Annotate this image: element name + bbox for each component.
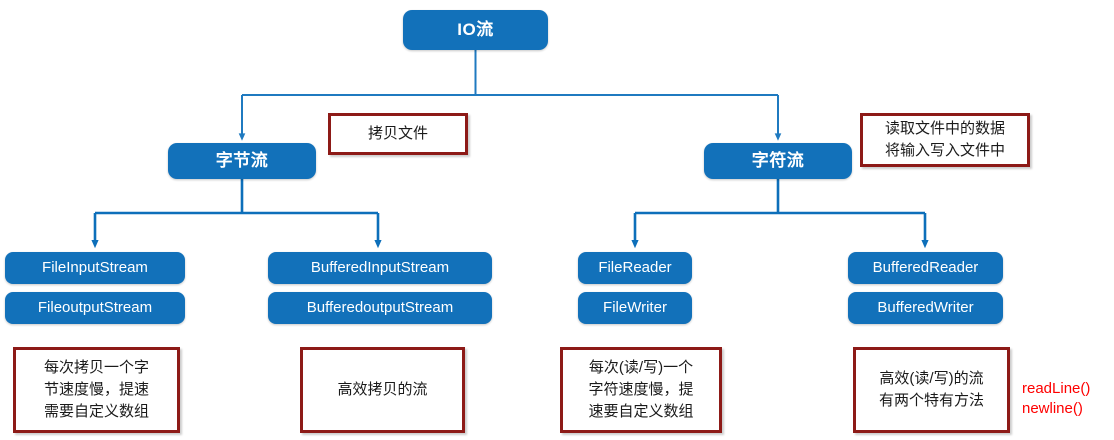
- note-line: 字符速度慢，提: [588, 381, 694, 399]
- node-fileoutputstream[interactable]: FileoutputStream: [5, 292, 185, 324]
- note-line: 将输入写入文件中: [884, 142, 1005, 159]
- node-io-stream-root[interactable]: IO流: [403, 10, 548, 50]
- note-copy-file: 拷贝文件: [328, 113, 468, 155]
- note-byte-copy-slow: 每次拷贝一个字节速度慢，提速需要自定义数组: [13, 347, 180, 433]
- node-label: FileReader: [598, 258, 672, 276]
- node-byte-stream[interactable]: 字节流: [168, 143, 316, 179]
- note-line: 高效拷贝的流: [337, 381, 428, 399]
- edge-charstream-to-leaves: [631, 178, 929, 249]
- node-character-stream[interactable]: 字符流: [704, 143, 852, 179]
- node-label: BufferedInputStream: [310, 258, 450, 276]
- node-bufferedreader[interactable]: BufferedReader: [848, 252, 1003, 284]
- edge-root-to-level2: [238, 50, 782, 141]
- note-text: 每次拷贝一个字节速度慢，提速需要自定义数组: [44, 357, 149, 422]
- note-efficient-copy-stream: 高效拷贝的流: [300, 347, 465, 433]
- note-line: 需要自定义数组: [43, 402, 149, 420]
- note-line: 有两个特有方法: [878, 392, 984, 409]
- note-text: 每次(读/写)一个字符速度慢，提速要自定义数组: [588, 357, 693, 422]
- node-label: 字节流: [215, 150, 269, 170]
- node-label: BufferedWriter: [877, 298, 974, 316]
- note-line: 每次拷贝一个字: [43, 359, 149, 377]
- note-line: 拷贝文件: [367, 125, 428, 143]
- note-read-write-file: 读取文件中的数据将输入写入文件中: [860, 113, 1030, 167]
- edge-bytestream-to-leaves: [91, 178, 382, 249]
- note-text: 高效拷贝的流: [337, 379, 427, 401]
- node-label: BufferedoutputStream: [306, 298, 454, 316]
- node-label: FileoutputStream: [37, 298, 153, 316]
- node-label: IO流: [457, 19, 494, 39]
- node-filewriter[interactable]: FileWriter: [578, 292, 692, 324]
- node-bufferedoutputstream[interactable]: BufferedoutputStream: [268, 292, 492, 324]
- node-fileinputstream[interactable]: FileInputStream: [5, 252, 185, 284]
- note-efficient-read-write-methods: 高效(读/写)的流有两个特有方法: [853, 347, 1010, 433]
- note-line: 节速度慢，提速: [43, 381, 149, 399]
- note-line: 高效(读/写)的流: [879, 370, 984, 388]
- node-label: BufferedReader: [872, 258, 979, 276]
- note-text: 高效(读/写)的流有两个特有方法: [879, 368, 984, 412]
- note-text: 读取文件中的数据将输入写入文件中: [885, 118, 1005, 162]
- note-char-read-write-slow: 每次(读/写)一个字符速度慢，提速要自定义数组: [560, 347, 722, 433]
- note-line: 读取文件中的数据: [884, 120, 1005, 138]
- node-label: FileWriter: [603, 298, 667, 316]
- node-bufferedinputstream[interactable]: BufferedInputStream: [268, 252, 492, 284]
- note-line: 每次(读/写)一个: [588, 359, 694, 377]
- note-line: 速要自定义数组: [588, 402, 694, 420]
- note-text: 拷贝文件: [368, 123, 428, 145]
- node-filereader[interactable]: FileReader: [578, 252, 692, 284]
- red-annotation-methods: readLine() newline(): [1022, 379, 1090, 420]
- node-bufferedwriter[interactable]: BufferedWriter: [848, 292, 1003, 324]
- red-text-readline: readLine(): [1022, 380, 1091, 397]
- red-text-newline: newline(): [1022, 400, 1083, 418]
- node-label: 字符流: [751, 150, 805, 170]
- node-label: FileInputStream: [42, 258, 148, 276]
